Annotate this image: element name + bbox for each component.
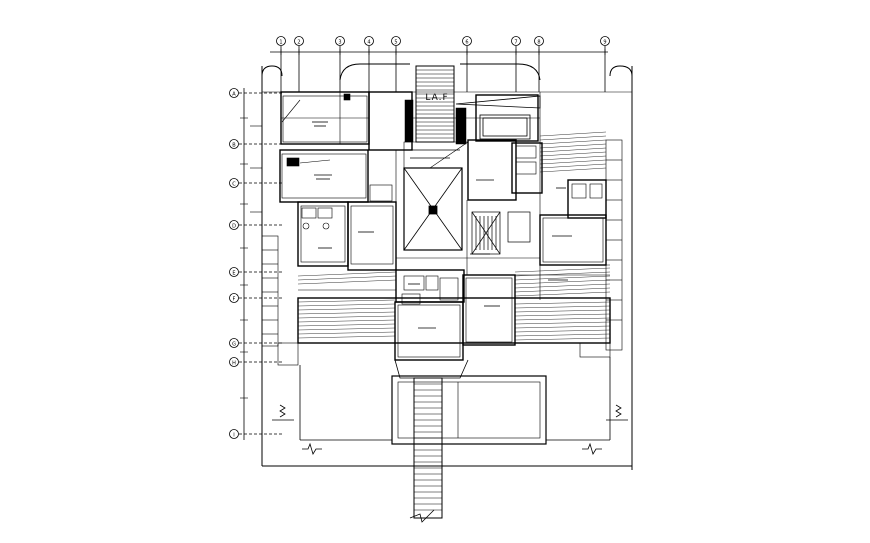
svg-text:5: 5 [394,40,397,46]
column-bubble: 9 [600,36,610,92]
fixtures [286,93,603,305]
row-bubble: C [229,178,282,188]
svg-text:3: 3 [338,40,341,46]
column-bubble: 8 [534,36,544,92]
svg-text:9: 9 [603,40,606,46]
lower-court [299,357,611,445]
svg-text:LA.F: LA.F [425,93,448,103]
lift-core [471,211,531,255]
svg-text:A: A [232,92,236,98]
column-grid: 1 2 3 4 5 6 7 8 9 [270,36,610,92]
row-bubble: E [229,267,282,277]
svg-text:C: C [232,182,236,188]
deck-hatching-right [514,131,611,297]
break-line-symbol [272,404,628,455]
column-bubble: 2 [294,36,304,92]
svg-text:B: B [232,143,236,149]
column-bubble: 3 [335,36,345,92]
row-bubble: H [229,357,282,367]
row-bubble: F [229,293,282,303]
right-planter [579,139,623,358]
svg-text:4: 4 [367,40,370,46]
svg-text:F: F [233,297,236,303]
svg-text:H: H [232,361,236,367]
dimension-ticks [240,117,262,399]
svg-text:G: G [232,342,236,348]
atrium [403,141,469,251]
svg-text:7: 7 [514,40,517,46]
svg-text:D: D [232,224,236,230]
svg-text:1: 1 [279,40,282,46]
room-tags [312,121,572,329]
row-bubble: I [229,429,282,439]
entry-bridge [409,377,443,523]
row-bubble: A [229,88,282,98]
column-bubble: 1 [276,36,286,92]
left-planter [261,235,299,366]
title-mark: LA.F [425,93,448,103]
row-bubble: D [229,220,282,230]
svg-text:I: I [233,433,234,439]
row-bubble: G [229,338,282,348]
row-bubble: B [229,139,282,149]
deck-hatching-bottom [297,271,611,341]
svg-text:8: 8 [537,40,540,46]
water-pool [455,95,541,140]
svg-text:2: 2 [297,40,300,46]
svg-text:E: E [232,271,235,277]
building-walls [279,91,611,361]
row-grid: A B C D E F G H I [229,88,282,440]
main-staircase [404,65,467,145]
svg-text:6: 6 [465,40,468,46]
site-boundary [261,63,633,470]
